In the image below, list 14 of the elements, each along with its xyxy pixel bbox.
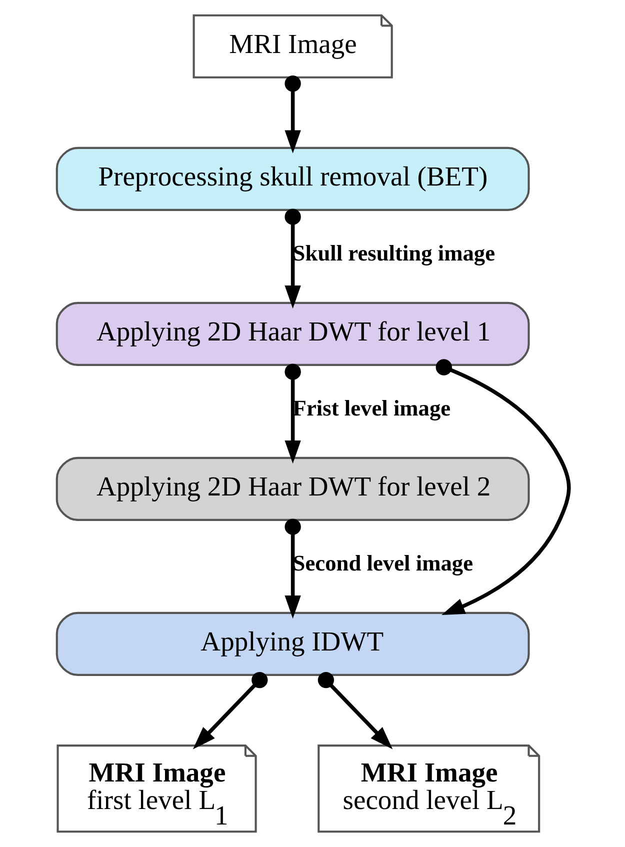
- node-box: Applying 2D Haar DWT for level 2: [55, 456, 530, 521]
- edge-label: Skull resulting image: [292, 240, 495, 266]
- arrow: [284, 208, 300, 309]
- node-box: Applying IDWT: [55, 612, 530, 676]
- node-box: Applying 2D Haar DWT for level 1: [55, 302, 530, 366]
- edge-label: Second level image: [292, 550, 473, 576]
- edge-label: Frist level image: [292, 396, 450, 421]
- arrow: [435, 359, 570, 616]
- arrow: [317, 672, 392, 750]
- arrow: [192, 672, 268, 750]
- arrow: [284, 518, 300, 619]
- arrow: [284, 76, 300, 154]
- arrow: [284, 364, 300, 464]
- node-box: Preprocessing skull removal (BET): [55, 146, 530, 211]
